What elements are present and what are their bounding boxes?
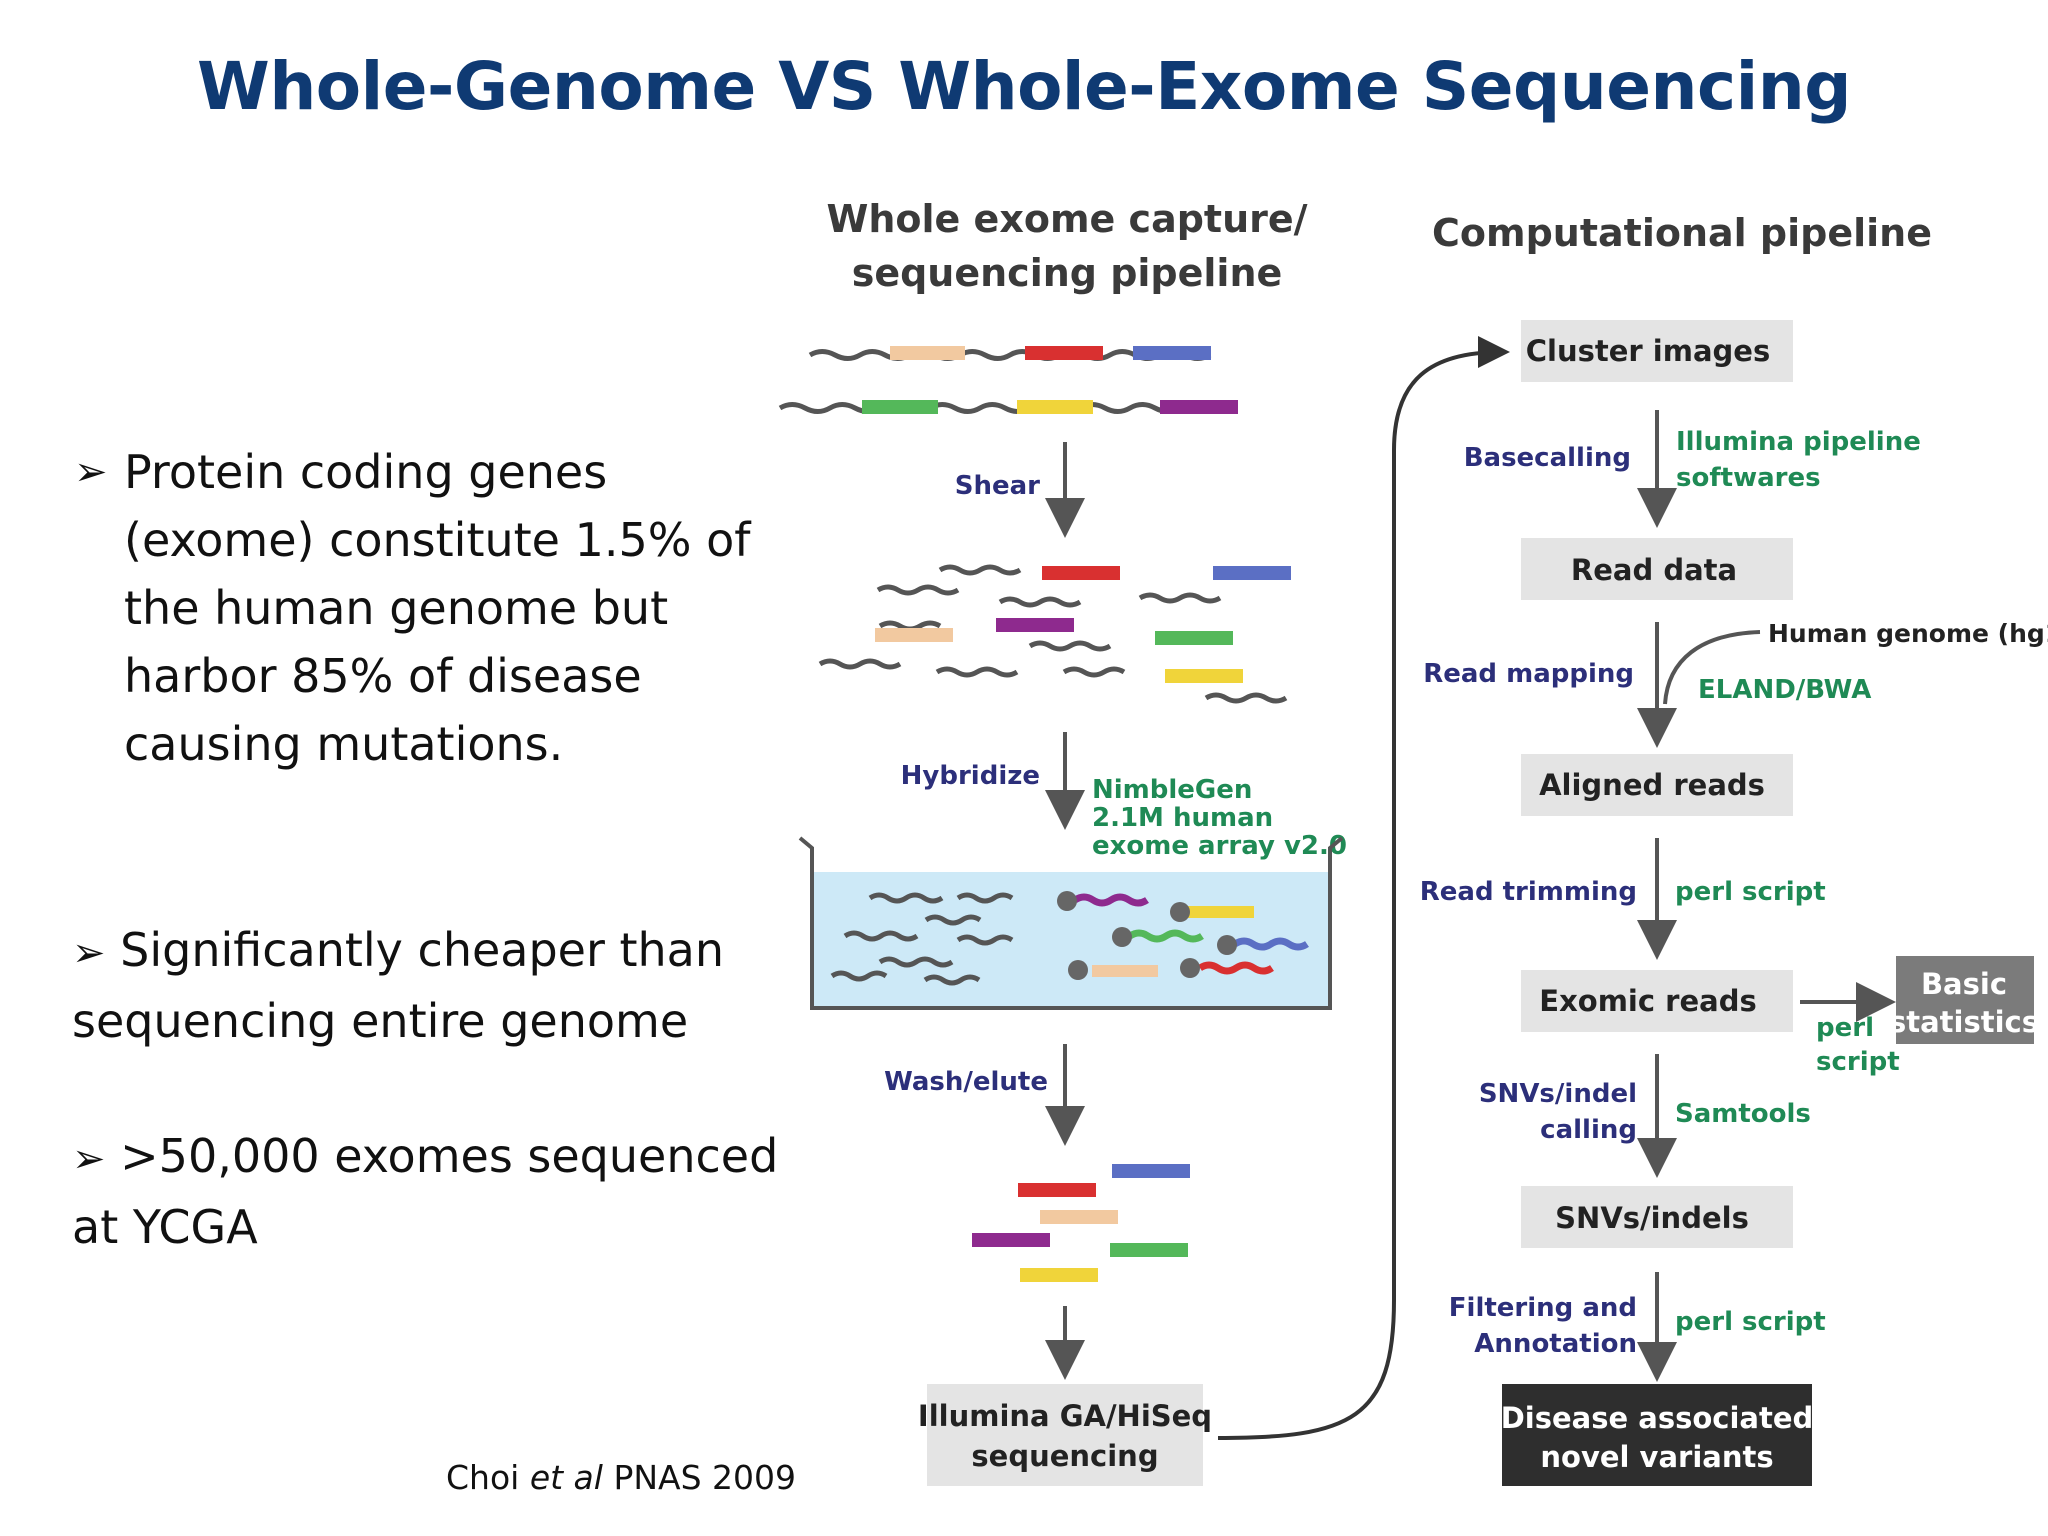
- arrowhead-bullet-icon: ➢: [74, 449, 108, 495]
- read-trimming-label: Read trimming: [1420, 877, 1637, 907]
- snvs-indels-box: [1521, 1186, 1793, 1248]
- exon-fragment: [1160, 400, 1238, 414]
- wet-lab-header-line: Whole exome capture/: [826, 197, 1307, 241]
- bullet-line: Protein coding genes: [124, 445, 608, 499]
- aligned-reads-box: [1521, 754, 1793, 816]
- basic-statistics-label: statistics: [1889, 1005, 2039, 1039]
- bullet-cost: ➢ Significantly cheaper than sequencing …: [72, 916, 724, 1055]
- wet-lab-header-line: sequencing pipeline: [852, 251, 1283, 295]
- genomic-dna: [778, 346, 1238, 414]
- arrowhead-bullet-icon: ➢: [72, 1136, 106, 1182]
- array-label-line: NimbleGen: [1092, 775, 1252, 805]
- bullet-line: ➢ Significantly cheaper than: [72, 923, 725, 977]
- bullet-line: harbor 85% of disease: [124, 649, 642, 703]
- bullet-line: ➢ >50,000 exomes sequenced: [72, 1129, 779, 1183]
- bullet-line: at YCGA: [72, 1200, 258, 1254]
- human-genome-label: Human genome (hg18): [1768, 619, 2048, 648]
- connector-arrow: [1217, 336, 1510, 1440]
- arrowhead-bullet-icon: ➢: [72, 930, 106, 976]
- read-data-box: [1521, 538, 1793, 600]
- exomic-reads-box: [1521, 970, 1793, 1032]
- hybridization-bath: [798, 836, 1344, 1010]
- exon-fragment: [890, 346, 965, 360]
- illumina-software-label: softwares: [1676, 463, 1821, 493]
- variant-calling-label: calling: [1540, 1115, 1637, 1145]
- bullet-exome-fraction: ➢ Protein coding genes (exome) constitut…: [74, 438, 751, 778]
- filtering-label: Annotation: [1474, 1329, 1637, 1359]
- exon-fragment: [1155, 631, 1233, 645]
- slide-title: Whole-Genome VS Whole-Exome Sequencing: [197, 48, 1851, 125]
- cluster-images-box: [1521, 320, 1793, 382]
- bullet-line: causing mutations.: [124, 717, 564, 771]
- exon-fragment: [875, 628, 953, 642]
- exomic-reads-label: Exomic reads: [1539, 984, 1756, 1018]
- filtering-label: Filtering and: [1449, 1293, 1637, 1323]
- basecalling-label: Basecalling: [1464, 443, 1631, 473]
- exon-fragment: [1133, 346, 1211, 360]
- reference-merge-line: [1663, 630, 1761, 705]
- basic-statistics-label: Basic: [1921, 967, 2007, 1001]
- snvs-indels-label: SNVs/indels: [1555, 1201, 1749, 1235]
- array-label-line: exome array v2.0: [1092, 831, 1347, 861]
- sequencer-label-line: Illumina GA/HiSeq: [918, 1399, 1212, 1433]
- illumina-software-label: Illumina pipeline: [1676, 427, 1921, 457]
- exon-fragment: [1165, 669, 1243, 683]
- basic-statistics-box: [1896, 956, 2034, 1044]
- exon-fragment: [1042, 566, 1120, 580]
- computational-header: Computational pipeline: [1432, 211, 1932, 255]
- perl-script-label: perl script: [1675, 1307, 1826, 1337]
- wash-step-label: Wash/elute: [884, 1067, 1048, 1097]
- eland-bwa-label: ELAND/BWA: [1698, 675, 1871, 705]
- sequencer-label-line: sequencing: [971, 1439, 1158, 1473]
- captured-exons: [972, 1164, 1190, 1282]
- variant-calling-label: SNVs/indel: [1479, 1079, 1637, 1109]
- perl-script-label: perl script: [1675, 877, 1826, 907]
- sequencer-box: [927, 1384, 1203, 1486]
- exon-fragment: [1025, 346, 1103, 360]
- final-variants-box: [1502, 1384, 1812, 1486]
- exon-fragment: [1213, 566, 1291, 580]
- read-mapping-label: Read mapping: [1423, 659, 1634, 689]
- bullet-line: (exome) constitute 1.5% of: [124, 513, 751, 567]
- bullet-line: the human genome but: [124, 581, 669, 635]
- final-variants-label: Disease associated: [1501, 1401, 1814, 1435]
- citation: Choi et al PNAS 2009: [446, 1458, 797, 1497]
- shear-step-label: Shear: [955, 471, 1040, 501]
- perl-script-label: script: [1816, 1047, 1900, 1077]
- exon-fragment: [1017, 400, 1093, 414]
- array-label-line: 2.1M human: [1092, 803, 1273, 833]
- samtools-label: Samtools: [1675, 1099, 1811, 1129]
- cluster-images-label: Cluster images: [1526, 334, 1770, 368]
- aligned-reads-label: Aligned reads: [1539, 768, 1765, 802]
- exon-fragment: [996, 618, 1074, 632]
- read-data-label: Read data: [1571, 553, 1737, 587]
- exon-fragment: [862, 400, 938, 414]
- bullet-line: sequencing entire genome: [72, 994, 689, 1048]
- perl-script-label: perl: [1816, 1013, 1874, 1043]
- bullet-ycga-count: ➢ >50,000 exomes sequenced at YCGA: [72, 1122, 778, 1261]
- final-variants-label: novel variants: [1540, 1440, 1773, 1474]
- hybridize-step-label: Hybridize: [901, 761, 1040, 791]
